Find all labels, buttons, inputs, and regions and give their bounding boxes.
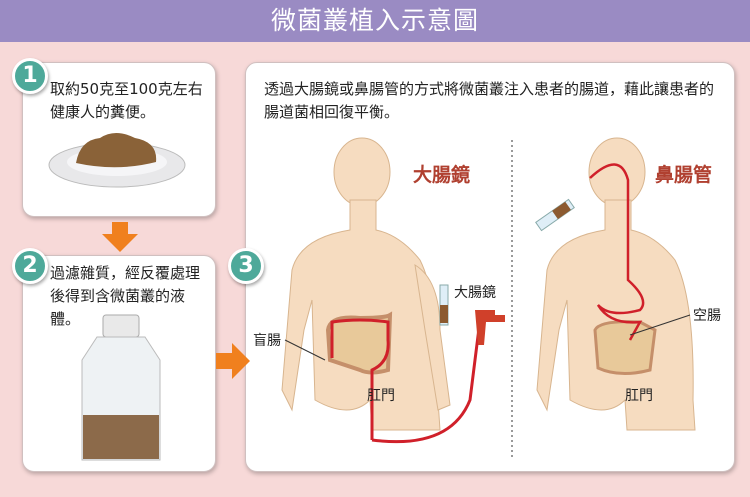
arrow-right-icon bbox=[216, 343, 250, 379]
syringe-icon-left bbox=[439, 284, 449, 326]
syringe-icon-right bbox=[535, 198, 575, 232]
step-3-badge: 3 bbox=[228, 248, 264, 284]
cecum-label: 盲腸 bbox=[253, 333, 281, 349]
arrow-down-icon bbox=[102, 222, 138, 252]
nasal-tube bbox=[589, 163, 645, 341]
anus-label-left: 肛門 bbox=[367, 388, 395, 404]
colonoscopy-heading: 大腸鏡 bbox=[413, 164, 471, 186]
body-colonoscopy bbox=[281, 137, 451, 431]
step-1-text: 取約50克至100克左右健康人的糞便。 bbox=[50, 80, 203, 121]
step-1-badge: 1 bbox=[12, 58, 48, 94]
page-title: 微菌叢植入示意圖 bbox=[0, 0, 750, 42]
step-1-card bbox=[22, 62, 216, 217]
colonoscope-tube bbox=[330, 318, 390, 440]
colonoscope-label: 大腸鏡 bbox=[454, 285, 496, 301]
step-3-text: 透過大腸鏡或鼻腸管的方式將微菌叢注入患者的腸道，藉此讓患者的腸道菌相回復平衡。 bbox=[264, 80, 715, 121]
anus-label-right: 肛門 bbox=[625, 388, 653, 404]
stool-plate-illustration bbox=[48, 133, 186, 188]
nasal-tube-heading: 鼻腸管 bbox=[655, 164, 713, 186]
step-2-text: 過濾雜質，經反覆處理後得到含微菌叢的液體。 bbox=[50, 264, 201, 328]
colon bbox=[325, 311, 393, 375]
body-nasal-tube bbox=[536, 137, 696, 431]
colonoscope-device bbox=[475, 310, 505, 345]
jejunum-label: 空腸 bbox=[693, 308, 721, 324]
step-2-badge: 2 bbox=[12, 248, 48, 284]
intestines bbox=[593, 320, 657, 375]
liquid-bottle-illustration bbox=[81, 314, 161, 461]
